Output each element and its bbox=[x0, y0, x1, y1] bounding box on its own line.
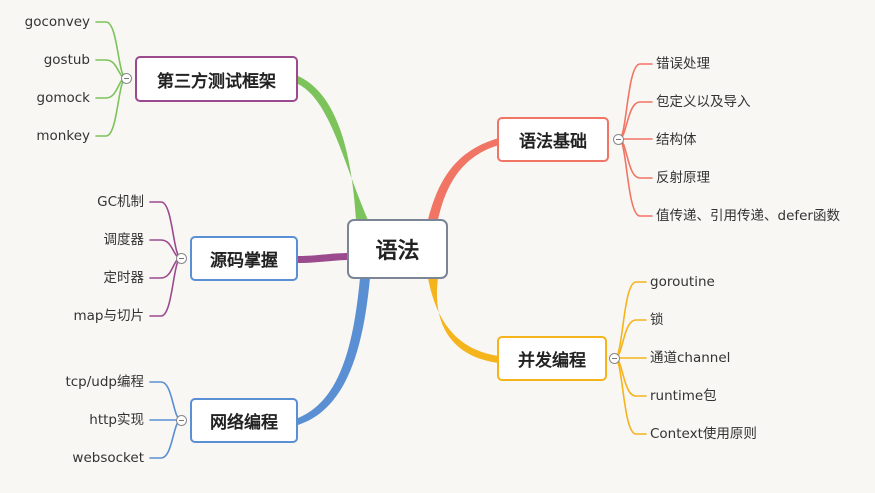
branch-label: 网络编程 bbox=[210, 413, 278, 433]
sub-link bbox=[149, 257, 182, 317]
branch-label: 第三方测试框架 bbox=[157, 71, 276, 92]
sub-link bbox=[618, 101, 653, 140]
root-label: 语法 bbox=[375, 239, 420, 264]
branch-label: 语法基础 bbox=[519, 132, 587, 152]
leaf-channel[interactable]: 通道channel bbox=[650, 350, 731, 366]
leaf-map-slice[interactable]: map与切片 bbox=[73, 308, 145, 324]
sub-link bbox=[95, 77, 127, 137]
leaf-timer[interactable]: 定时器 bbox=[103, 270, 145, 286]
leaf-runtime[interactable]: runtime包 bbox=[650, 388, 717, 404]
leaf-gostub[interactable]: gostub bbox=[43, 52, 90, 68]
sub-link bbox=[149, 201, 182, 259]
leaf-gomock[interactable]: gomock bbox=[36, 90, 90, 106]
branch-third-party-testing[interactable]: 第三方测试框架 bbox=[135, 56, 298, 102]
branch-network-programming[interactable]: 网络编程 bbox=[190, 398, 298, 443]
leaf-http[interactable]: http实现 bbox=[89, 412, 144, 428]
main-link-third-party-testing bbox=[298, 76, 368, 220]
leaf-struct[interactable]: 结构体 bbox=[656, 132, 697, 148]
sub-link bbox=[614, 319, 647, 359]
leaf-gc[interactable]: GC机制 bbox=[97, 194, 144, 210]
leaf-lock[interactable]: 锁 bbox=[650, 312, 664, 328]
collapse-toggle-icon[interactable] bbox=[176, 253, 187, 264]
leaf-websocket[interactable]: websocket bbox=[72, 450, 144, 466]
sub-link bbox=[149, 419, 182, 459]
branch-concurrency[interactable]: 并发编程 bbox=[497, 336, 607, 381]
branch-source-code[interactable]: 源码掌握 bbox=[190, 236, 298, 281]
leaf-reflection[interactable]: 反射原理 bbox=[656, 170, 710, 186]
main-link-source-code bbox=[298, 253, 350, 263]
sub-link bbox=[614, 357, 647, 397]
leaf-goconvey[interactable]: goconvey bbox=[24, 14, 90, 30]
leaf-context[interactable]: Context使用原则 bbox=[650, 426, 757, 442]
collapse-toggle-icon[interactable] bbox=[176, 415, 187, 426]
collapse-toggle-icon[interactable] bbox=[121, 73, 132, 84]
leaf-monkey[interactable]: monkey bbox=[36, 128, 90, 144]
root-node[interactable]: 语法 bbox=[347, 219, 448, 279]
main-link-network-programming bbox=[298, 278, 370, 425]
leaf-tcp-udp[interactable]: tcp/udp编程 bbox=[65, 374, 144, 390]
leaf-error-handling[interactable]: 错误处理 bbox=[656, 56, 710, 72]
leaf-value-ref-defer[interactable]: 值传递、引用传递、defer函数 bbox=[656, 208, 840, 224]
sub-link bbox=[618, 138, 653, 179]
collapse-toggle-icon[interactable] bbox=[613, 134, 624, 145]
branch-syntax-basics[interactable]: 语法基础 bbox=[497, 117, 609, 162]
sub-link bbox=[95, 21, 127, 79]
sub-link bbox=[149, 381, 182, 421]
branch-label: 并发编程 bbox=[518, 351, 586, 371]
leaf-scheduler[interactable]: 调度器 bbox=[103, 232, 145, 248]
branch-label: 源码掌握 bbox=[210, 251, 278, 271]
main-link-concurrency bbox=[428, 278, 499, 363]
leaf-goroutine[interactable]: goroutine bbox=[650, 274, 715, 290]
collapse-toggle-icon[interactable] bbox=[609, 353, 620, 364]
leaf-package-import[interactable]: 包定义以及导入 bbox=[656, 94, 751, 110]
main-link-syntax-basics bbox=[428, 138, 499, 220]
